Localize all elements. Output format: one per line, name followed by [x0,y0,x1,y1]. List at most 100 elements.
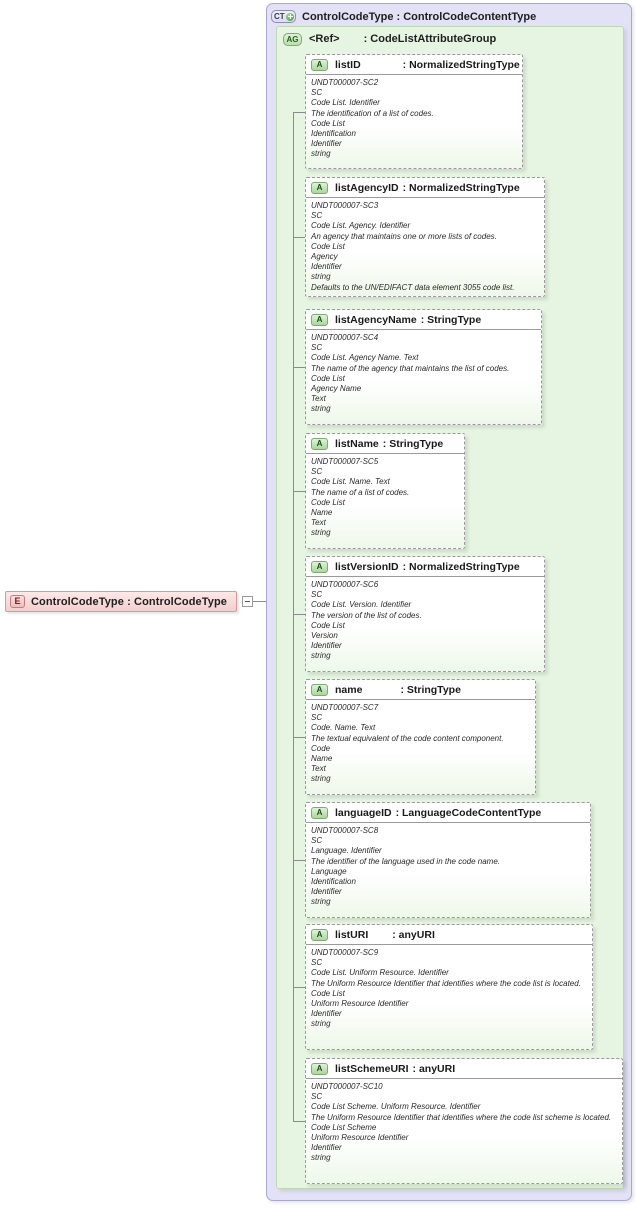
attributegroup-header: AG <Ref>: CodeListAttributeGroup [283,31,496,47]
annotation-line: Identifier [311,887,342,897]
connector-branch [293,112,305,113]
annotation-line: Text [311,394,326,404]
collapse-toggle-minus-icon[interactable] [242,596,253,607]
annotation-line: UNDT000007-SC8 [311,826,379,835]
annotation-line: Identifier [311,641,342,651]
annotation-line: Identification [311,129,356,139]
annotation-line: The Uniform Resource Identifier that ide… [311,978,581,988]
annotation-line: The identifier of the language used in t… [311,856,501,866]
annotation-line: Language [311,866,347,876]
plus-circle-icon[interactable] [286,12,294,21]
annotation-line: The version of the list of codes. [311,610,422,620]
annotation-line: SC [311,88,323,98]
annotation-line: Identification [311,877,356,887]
annotation-line: The identification of a list of codes. [311,108,434,118]
attribute-type: : LanguageCodeContentType [395,806,542,819]
annotation-line: SC [311,590,323,600]
annotation-line: Code List [311,118,345,128]
attribute-icon: A [311,58,328,71]
attribute-name: listAgencyID [335,181,399,194]
complextype-header: CT ControlCodeType : ControlCodeContentT… [271,8,536,25]
annotation-line: Code List. Name. Text [311,477,390,487]
annotation-line: Identifier [311,1143,342,1153]
annotation-line: Uniform Resource Identifier [311,1133,409,1143]
attribute-type: : anyURI [392,928,435,941]
annotation-line: SC [311,211,323,221]
annotation-line: The Uniform Resource Identifier that ide… [311,1112,612,1122]
attribute-icon: A [311,437,328,450]
attribute-type: : StringType [400,683,461,696]
connector-trunk [293,112,294,1121]
annotation-line: UNDT000007-SC7 [311,703,379,712]
connector-branch [293,367,305,368]
annotation-line: UNDT000007-SC6 [311,580,379,589]
attributegroup-ref-label: <Ref> [309,33,340,45]
annotation-line: string [311,404,331,414]
attribute-type: : StringType [420,313,482,326]
annotation-line: Code List Scheme. Uniform Resource. Iden… [311,1102,481,1112]
annotation-line: string [311,774,331,784]
connector-branch [293,737,305,738]
annotation-line: string [311,1019,331,1029]
annotation-line: Text [311,518,326,528]
annotation-line: string [311,272,331,282]
annotation-line: string [311,149,331,159]
annotation-line: The name of a list of codes. [311,487,410,497]
annotation-line: Code [311,743,331,753]
annotation-line: UNDT000007-SC5 [311,457,379,466]
attribute-name: listSchemeURI [335,1062,409,1075]
attribute-type: : NormalizedStringType [402,560,520,573]
annotation-line: Identifier [311,262,342,272]
annotation-line: Code List [311,373,345,383]
annotation-line: The name of the agency that maintains th… [311,363,510,373]
annotation-line: An agency that maintains one or more lis… [311,231,497,241]
annotation-line: Code List. Uniform Resource. Identifier [311,968,449,978]
annotation-line: UNDT000007-SC10 [311,1082,383,1091]
connector-branch [293,1121,305,1122]
connector-branch [293,860,305,861]
attribute-icon: A [311,1062,328,1075]
root-element-box[interactable]: E ControlCodeType : ControlCodeType [5,591,237,612]
attribute-name: listID [335,58,361,71]
annotation-line: Name [311,754,333,764]
attribute-icon: A [311,313,328,326]
annotation-line: SC [311,1092,323,1102]
annotation-line: SC [311,343,323,353]
annotation-line: string [311,651,331,661]
attribute-name: languageID [335,806,392,819]
annotation-line: Agency Name [311,384,362,394]
annotation-line: Language. Identifier [311,846,382,856]
annotation-line: Code List [311,497,345,507]
connector-branch [293,614,305,615]
annotation-line: string [311,897,331,907]
annotation-line: string [311,528,331,538]
attribute-icon: A [311,181,328,194]
connector-branch [293,237,305,238]
annotation-line: Uniform Resource Identifier [311,999,409,1009]
attribute-name: listVersionID [335,560,399,573]
attribute-icon: A [311,806,328,819]
